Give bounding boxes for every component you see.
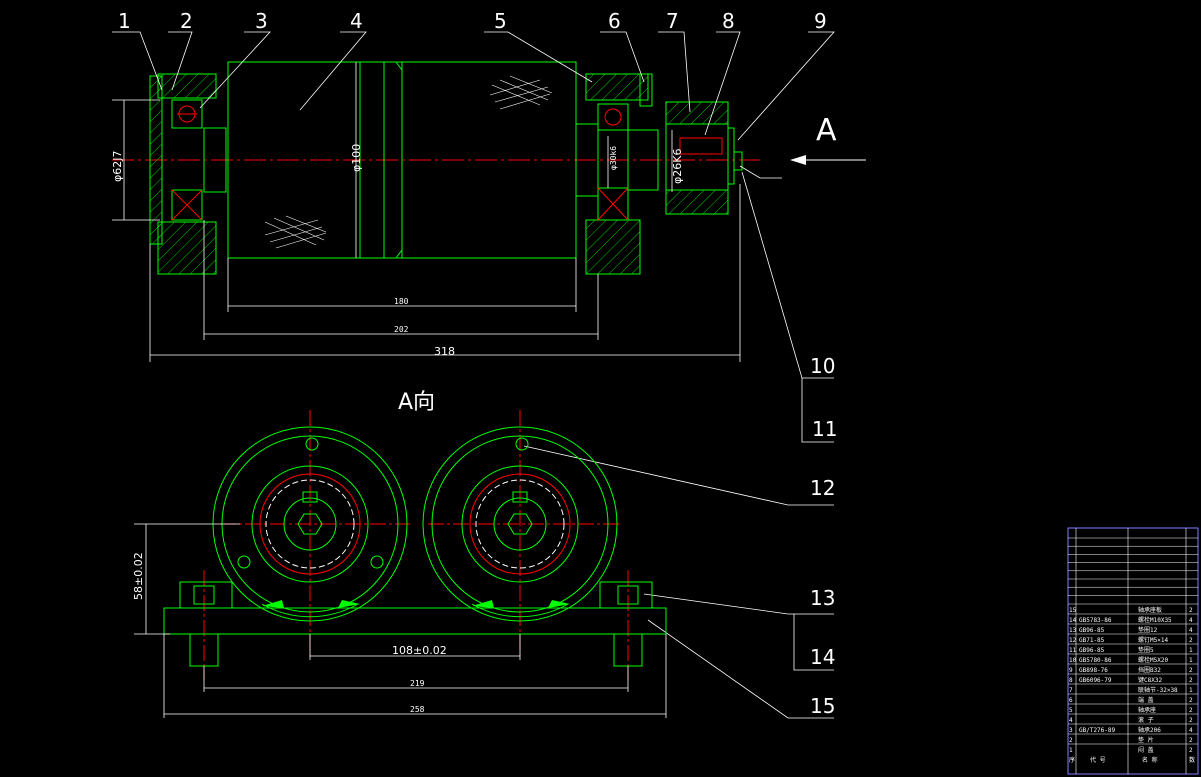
view-a: A向 [132, 390, 667, 718]
support-contacts [262, 600, 570, 608]
bom-code: GB898-76 [1079, 667, 1108, 674]
bom-qty: 2 [1189, 667, 1193, 674]
bom-code: GB96-85 [1079, 647, 1105, 654]
dim-219: 219 [410, 679, 425, 688]
callout-11: 11 [812, 417, 837, 441]
dim-bore: φ62J7 [111, 151, 124, 183]
bom-no: 5 [1069, 707, 1073, 714]
bom-code: GB96-85 [1079, 627, 1105, 634]
bom-no: 6 [1069, 697, 1073, 704]
bom-name: 轴承座 [1138, 706, 1156, 714]
bom-name: 垫圈12 [1138, 626, 1158, 634]
bom-name: 闷 盖 [1138, 746, 1154, 754]
dimension-lines [112, 62, 741, 362]
bom-no: 3 [1069, 727, 1073, 734]
callout-2: 2 [180, 9, 193, 33]
bom-no: 4 [1069, 717, 1073, 724]
bom-no: 15 [1069, 607, 1077, 614]
callout-7: 7 [666, 9, 679, 33]
bom-no: 10 [1069, 657, 1077, 664]
bom-qty: 2 [1189, 737, 1193, 744]
bom-no: 13 [1069, 627, 1077, 634]
bom-header-cell: 数 [1189, 756, 1195, 764]
bom-name: 螺栓M5X20 [1138, 656, 1168, 664]
bom-header-cell: 序 [1069, 756, 1075, 764]
bom-qty: 2 [1189, 607, 1193, 614]
bom-qty: 1 [1189, 647, 1193, 654]
bom-qty: 2 [1189, 697, 1193, 704]
bom-name: 键C8X32 [1138, 676, 1162, 684]
dim-258: 258 [410, 705, 425, 714]
callout-leaders [112, 31, 835, 719]
bom-name: 滚 子 [1138, 716, 1154, 724]
callout-12: 12 [810, 476, 835, 500]
view-a-title: A向 [398, 390, 435, 415]
dim-height: 58±0.02 [132, 552, 145, 600]
bom-qty: 2 [1189, 677, 1193, 684]
bom-name: 螺钉M5×14 [1138, 636, 1168, 644]
bom-no: 1 [1069, 747, 1073, 754]
dim-shaft-journal: φ30k6 [609, 146, 618, 170]
section-view: φ62J7 φ100 φ30k6 φ26K6 180 202 318 [111, 61, 760, 362]
bom-code: GB6096-79 [1079, 677, 1112, 684]
bom-qty: 2 [1189, 717, 1193, 724]
bom-no: 7 [1069, 687, 1073, 694]
dim-180: 180 [394, 297, 409, 306]
callout-8: 8 [722, 9, 735, 33]
callout-5: 5 [494, 9, 507, 33]
callout-numbers: 1 2 3 4 5 6 7 8 9 10 11 12 13 14 15 [118, 9, 837, 718]
view-arrow: A [790, 113, 866, 165]
bom-qty: 4 [1189, 727, 1193, 734]
bom-qty: 2 [1189, 747, 1193, 754]
bom-no: 11 [1069, 647, 1077, 654]
callout-4: 4 [350, 9, 363, 33]
bom-qty: 1 [1189, 657, 1193, 664]
bom-name: 挡圈B32 [1138, 666, 1161, 674]
right-housing [575, 73, 659, 275]
dim-202: 202 [394, 325, 409, 334]
dim-center-distance: 108±0.02 [392, 644, 447, 657]
coupling [665, 101, 743, 215]
bom-qty: 4 [1189, 617, 1193, 624]
bom-name: 端 盖 [1138, 696, 1154, 704]
callout-3: 3 [255, 9, 268, 33]
view-arrow-label: A [816, 113, 837, 148]
callout-6: 6 [608, 9, 621, 33]
bom-name: 联轴节-32×38 [1138, 686, 1178, 694]
bom-qty: 4 [1189, 627, 1193, 634]
bom-name: 垫 片 [1138, 736, 1154, 744]
bom-no: 9 [1069, 667, 1073, 674]
bom-code: GB71-85 [1079, 637, 1105, 644]
callout-15: 15 [810, 694, 835, 718]
callout-13: 13 [810, 586, 835, 610]
bom-code: GB5783-86 [1079, 617, 1112, 624]
callout-10: 10 [810, 354, 835, 378]
dim-coupling: φ26K6 [671, 149, 684, 184]
bom-no: 14 [1069, 617, 1077, 624]
bom-header-cell: 名 称 [1142, 756, 1158, 764]
bom-name: 垫圈5 [1138, 646, 1154, 654]
dim-318: 318 [434, 345, 455, 358]
bom-name: 螺栓M10X35 [1138, 616, 1172, 624]
left-housing [149, 73, 227, 275]
bom-qty: 2 [1189, 707, 1193, 714]
dim-roller-diameter: φ100 [350, 144, 363, 172]
bom-code: GB/T276-89 [1079, 727, 1116, 734]
bom-qty: 2 [1189, 637, 1193, 644]
callout-9: 9 [814, 9, 827, 33]
callout-1: 1 [118, 9, 131, 33]
bom-no: 2 [1069, 737, 1073, 744]
bom-code: GB5780-86 [1079, 657, 1112, 664]
bom-no: 8 [1069, 677, 1073, 684]
callout-14: 14 [810, 645, 835, 669]
bom-qty: 1 [1189, 687, 1193, 694]
bom-name: 轴承206 [1138, 726, 1161, 734]
bom-no: 12 [1069, 637, 1077, 644]
bom-header-cell: 代 号 [1090, 756, 1106, 764]
right-roller-end [422, 426, 618, 622]
bom-name: 轴承座板 [1138, 606, 1162, 614]
